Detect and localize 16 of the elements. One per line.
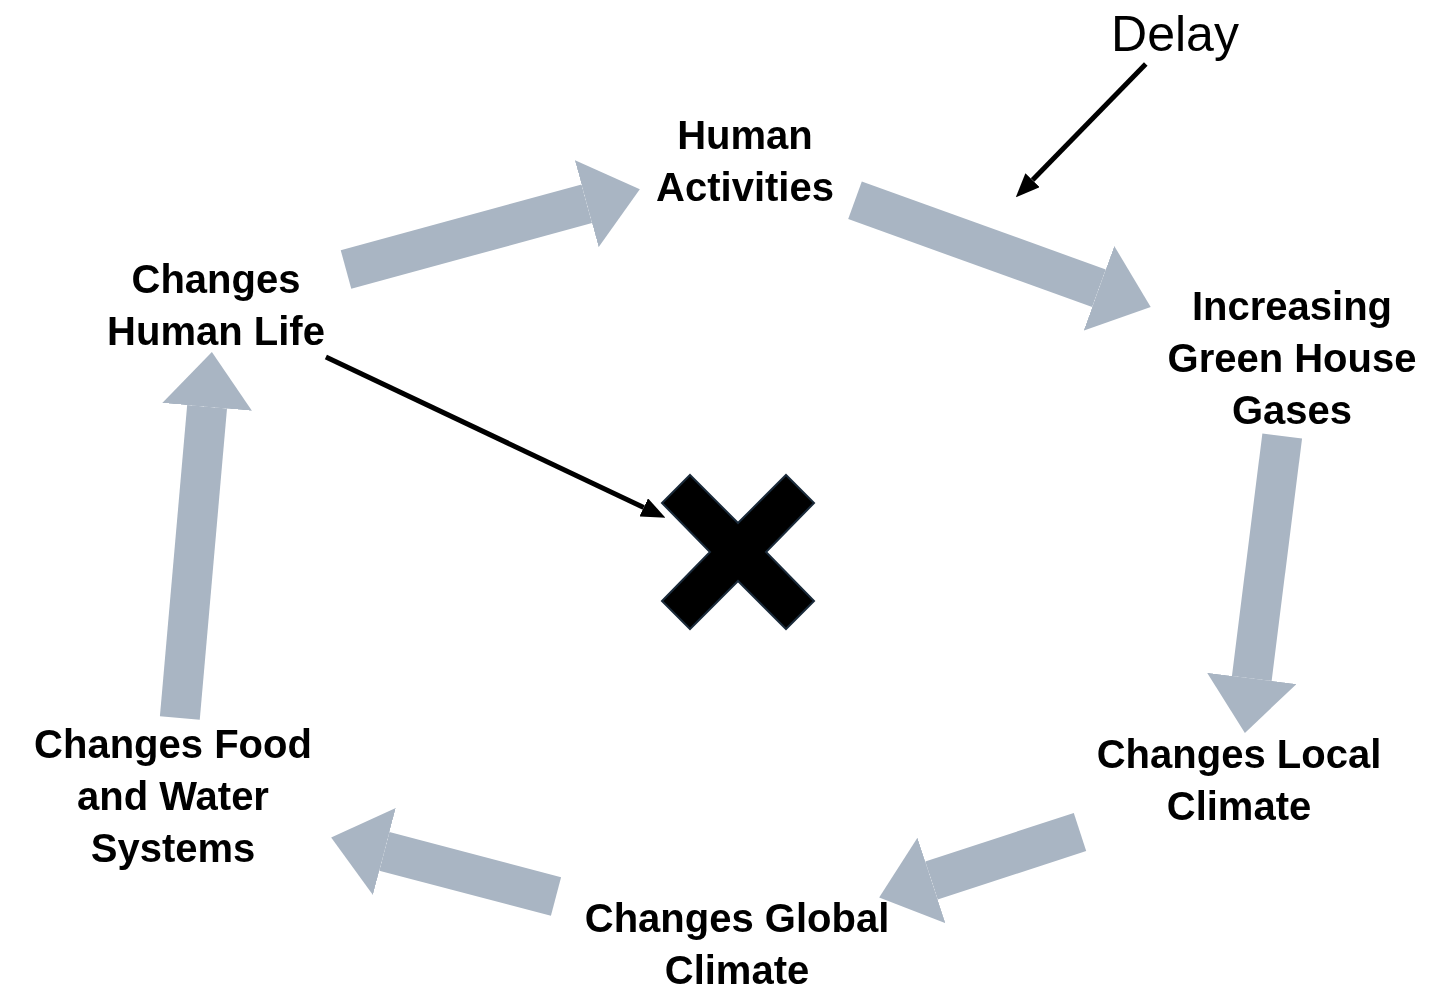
cross-mark (660, 473, 816, 631)
stage-label: Changes Global Climate (556, 896, 918, 992)
stage-label: Changes Local Climate (1080, 728, 1398, 832)
stage-label: Increasing Green House Gases (1146, 280, 1438, 436)
block-arrow (1207, 433, 1303, 733)
block-arrow (848, 181, 1151, 331)
stage-label: Changes Human Life (86, 253, 346, 357)
annotation-text: Delay (1090, 4, 1260, 64)
block-arrow (331, 807, 562, 916)
stage-label: Changes Food and Water Systems (10, 718, 336, 874)
stage-label: Human Activities (635, 108, 855, 213)
arrow (324, 354, 666, 518)
block-arrow (159, 352, 252, 720)
arrow (1015, 62, 1148, 198)
block-arrow (879, 812, 1087, 924)
block-arrow (340, 160, 640, 289)
